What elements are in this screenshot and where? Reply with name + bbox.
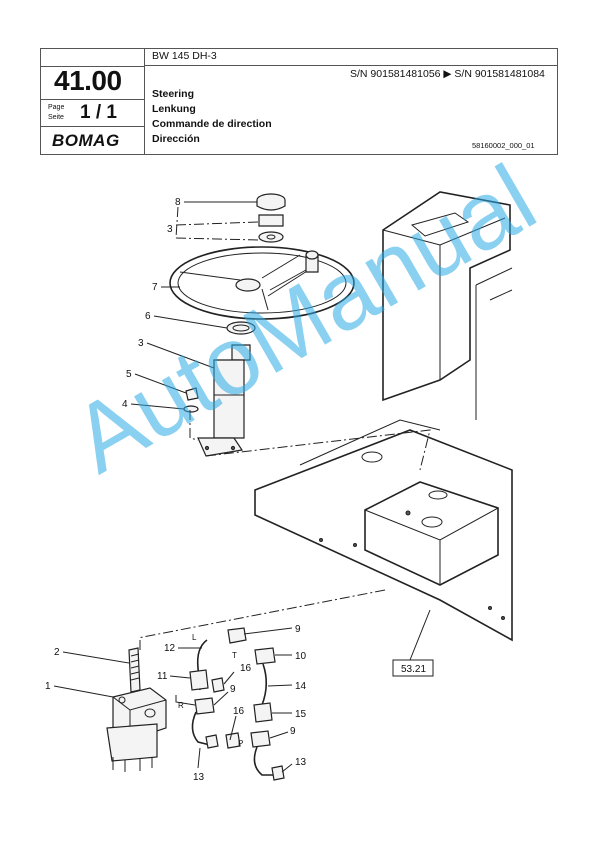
title-fr: Commande de direction (152, 118, 272, 130)
fitting-15 (253, 702, 273, 723)
parts-diagram-svg: 8 3 7 6 3 5 4 2 1 12 9 10 11 16 9 14 16 … (45, 191, 513, 783)
shaft-thread (231, 344, 251, 361)
callout-5: 5 (126, 369, 132, 380)
bearing-6 (226, 321, 256, 335)
reference-box-label: 53.21 (401, 664, 426, 675)
hose-14 (261, 663, 268, 706)
title-es: Dirección (152, 133, 200, 145)
steering-wheel-assembly (169, 193, 431, 471)
callout-11: 11 (157, 671, 168, 682)
callout-3-nut: 3 (167, 224, 173, 235)
callout-2: 2 (54, 647, 60, 658)
callout-9-top: 9 (295, 624, 301, 635)
page-cell (40, 99, 145, 127)
callout-9-bottom: 9 (290, 726, 296, 737)
reference-box (392, 659, 434, 677)
callouts: 8 3 7 6 3 5 4 2 1 12 9 10 11 16 9 14 16 … (45, 197, 307, 783)
fitting-16b (225, 732, 241, 749)
callout-14: 14 (295, 681, 307, 692)
washer-3 (258, 231, 284, 243)
port-label-l: L (192, 633, 197, 642)
fitting-9c (250, 730, 271, 748)
callout-3-column: 3 (138, 338, 144, 349)
model-name: BW 145 DH-3 (152, 50, 217, 62)
fitting-9b (194, 697, 215, 715)
page-label-de: Seite (48, 114, 64, 121)
model-cell (144, 48, 558, 66)
hose-12 (196, 639, 208, 691)
assembly-dash-line (137, 589, 386, 639)
brand-logo: BOMAG (52, 131, 120, 150)
callout-4: 4 (122, 399, 128, 410)
callout-9-mid: 9 (230, 684, 236, 695)
steering-wheel-7 (169, 246, 355, 320)
port-label-p: P (238, 739, 243, 748)
fitting-9a (227, 627, 247, 644)
page-number: 1 / 1 (80, 102, 117, 123)
fitting-10 (254, 647, 276, 665)
port-label-r: R (178, 701, 184, 710)
title-block: BW 145 DH-3 S/N 901581481056 ▶ S/N 90158… (40, 48, 558, 155)
serial-range: S/N 901581481056 ▶ S/N 901581481084 (350, 68, 545, 80)
title-en: Steering (152, 88, 195, 100)
port-label-t: T (232, 651, 237, 660)
callout-15: 15 (295, 709, 307, 720)
callout-13-left: 13 (193, 772, 205, 783)
title-de: Lenkung (152, 103, 196, 115)
group-number: 41.00 (54, 65, 122, 96)
fitting-11 (189, 669, 209, 691)
callout-10: 10 (295, 651, 307, 662)
hose-13b (253, 746, 274, 776)
column-flange (197, 437, 244, 457)
machine-frame (254, 191, 513, 642)
callout-13-right: 13 (295, 757, 307, 768)
callout-7: 7 (152, 282, 158, 293)
callout-6: 6 (145, 311, 151, 322)
callout-12: 12 (164, 643, 176, 654)
fitting-16a (211, 677, 225, 693)
washer-4 (183, 405, 199, 413)
steering-unit-and-hoses (106, 627, 285, 781)
callout-16-bottom: 16 (233, 706, 245, 717)
drawing-code: 58160002_000_01 (472, 141, 535, 150)
hose-13a (191, 711, 211, 746)
column-3 (213, 359, 245, 439)
nut-3 (258, 214, 284, 227)
callout-8: 8 (175, 197, 181, 208)
exploded-parts-drawing: 8 3 7 6 3 5 4 2 1 12 9 10 11 16 9 14 16 … (0, 170, 612, 830)
page-label-en: Page (48, 104, 65, 111)
leader-lines (53, 201, 293, 773)
callout-16-top: 16 (240, 663, 252, 674)
callout-1: 1 (45, 681, 51, 692)
ref-leader (409, 609, 431, 661)
nut-5 (185, 387, 199, 401)
